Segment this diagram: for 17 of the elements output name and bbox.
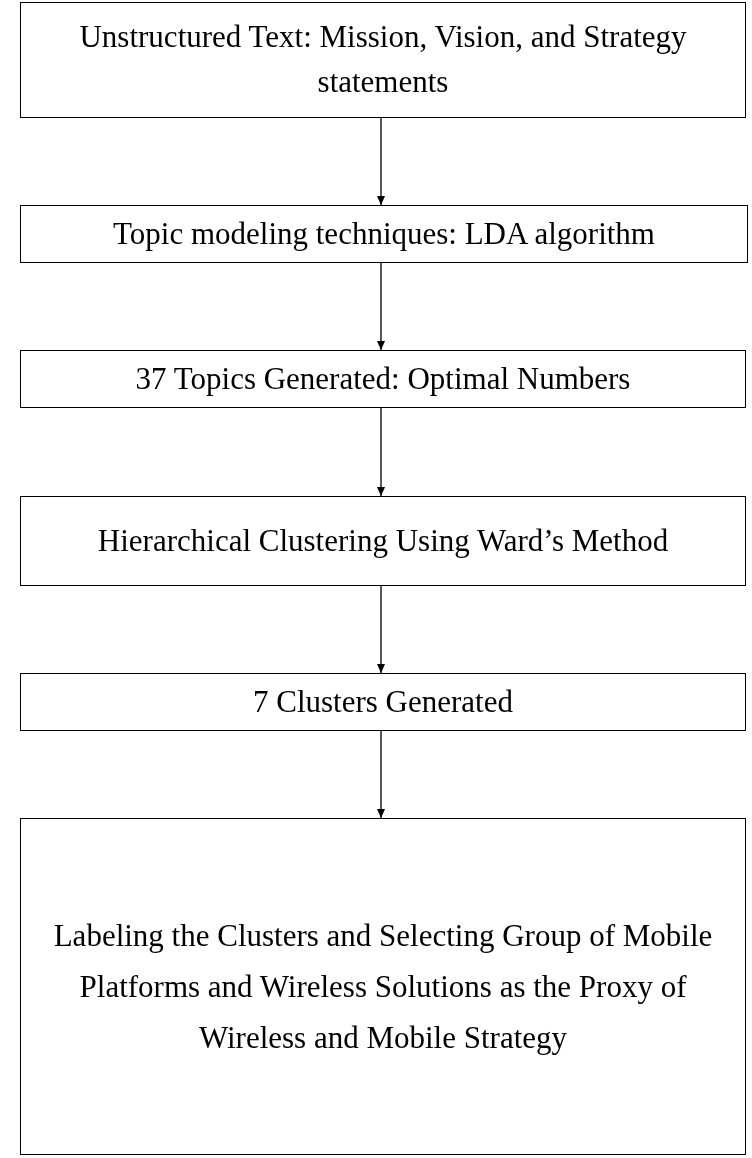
step-text: Topic modeling techniques: LDA algorithm: [113, 214, 655, 253]
arrow: [377, 585, 385, 674]
process-box: [20, 2, 746, 118]
step-text: 7 Clusters Generated: [253, 682, 513, 721]
arrow: [377, 407, 385, 497]
process-box: [20, 818, 746, 1155]
step-text: Hierarchical Clustering Using Ward’s Method: [97, 521, 669, 560]
process-box: [20, 496, 746, 586]
arrow: [377, 262, 385, 351]
process-box: [20, 205, 748, 263]
step-text: Unstructured Text: Mission, Vision, and Strategy statements: [78, 18, 688, 101]
step-text: Labeling the Clusters and Selecting Group of Mobile Platforms and Wireless Solutions as the Proxy of Wireless and Mobile Strategy: [52, 916, 714, 1058]
arrow: [377, 730, 385, 819]
process-box: [20, 350, 746, 408]
step-text: 37 Topics Generated: Optimal Numbers: [135, 359, 631, 398]
process-box: [20, 673, 746, 731]
arrow: [377, 117, 385, 206]
